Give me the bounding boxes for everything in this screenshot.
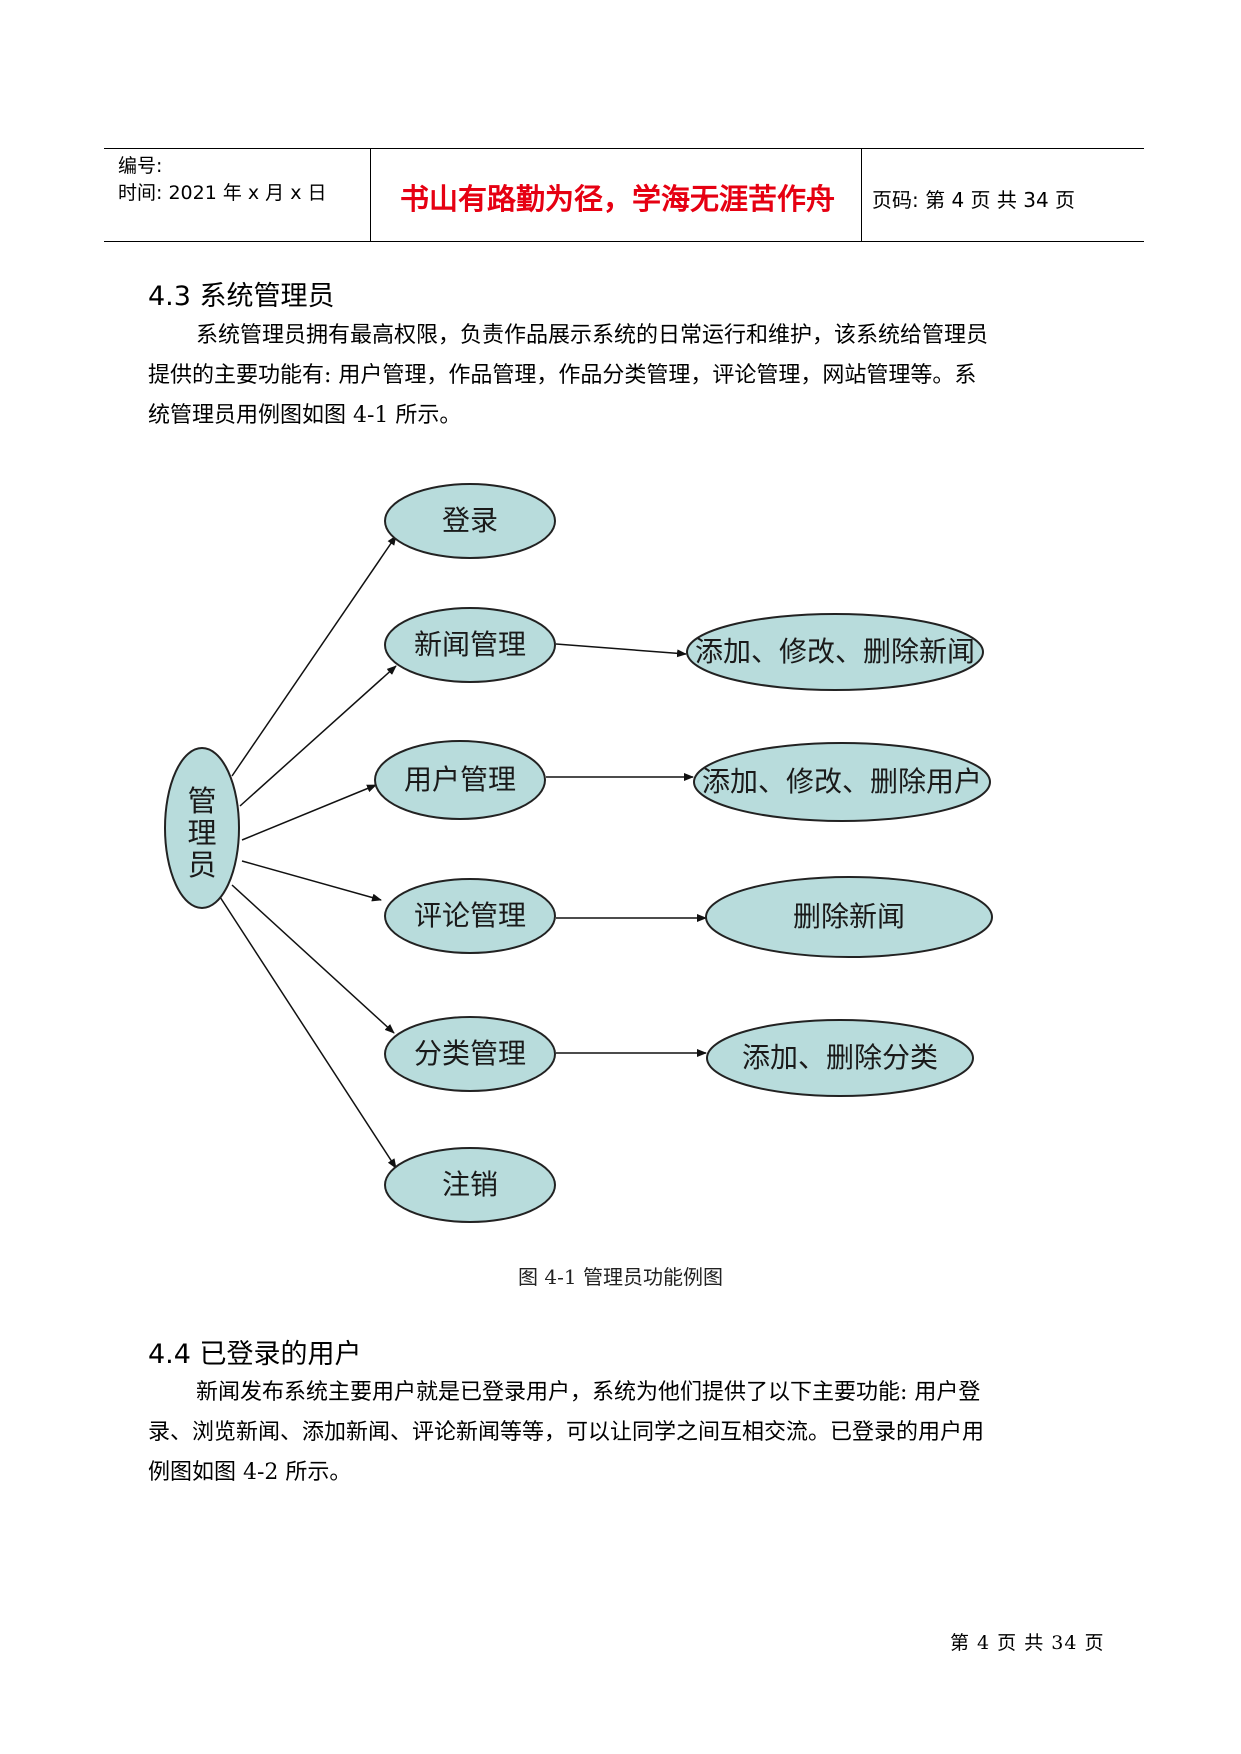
section-4-4-line-1: 新闻发布系统主要用户就是已登录用户，系统为他们提供了以下主要功能: 用户登 (196, 1380, 981, 1405)
edge-actor-category (231, 884, 395, 1034)
section-4-3-paragraph: 系统管理员拥有最高权限，负责作品展示系统的日常运行和维护，该系统给管理员 提供的… (148, 316, 1103, 436)
section-4-3-line-1: 系统管理员拥有最高权限，负责作品展示系统的日常运行和维护，该系统给管理员 (196, 323, 989, 348)
section-4-3-line-3: 统管理员用例图如图 4-1 所示。 (148, 403, 462, 428)
label-comment-sub: 删除新闻 (793, 900, 905, 933)
node-logout (384, 1147, 556, 1223)
node-news-sub (686, 613, 984, 691)
header-motto: 书山有路勤为径，学海无涯苦作舟 (399, 182, 835, 216)
edge-actor-user (241, 784, 377, 841)
label-login: 登录 (442, 504, 498, 537)
label-category-sub: 添加、删除分类 (742, 1041, 938, 1074)
label-user-sub: 添加、修改、删除用户 (702, 765, 982, 798)
node-comment-manage (384, 878, 556, 954)
label-logout: 注销 (442, 1168, 498, 1201)
header-divider-left (370, 148, 371, 242)
figure-caption: 图 4-1 管理员功能例图 (518, 1265, 723, 1289)
label-comment-manage: 评论管理 (414, 899, 526, 932)
node-category-manage (384, 1016, 556, 1092)
edge-actor-logout (219, 896, 397, 1169)
edge-actor-comment (241, 860, 382, 902)
node-category-sub (706, 1019, 974, 1097)
section-4-3-heading: 4.3 系统管理员 (148, 281, 335, 312)
header-time-label: 时间: 2021 年 x 月 x 日 (118, 182, 327, 204)
section-4-4-heading: 4.4 已登录的用户 (148, 1339, 362, 1370)
page-footer: 第 4 页 共 34 页 (950, 1632, 1105, 1654)
actor-admin-node (164, 747, 240, 909)
node-user-manage (374, 740, 546, 820)
node-login (384, 483, 556, 559)
label-user-manage: 用户管理 (404, 763, 516, 796)
section-4-3-line-2: 提供的主要功能有: 用户管理，作品管理，作品分类管理，评论管理，网站管理等。系 (148, 363, 977, 388)
node-user-sub (693, 742, 991, 822)
section-4-4-line-3: 例图如图 4-2 所示。 (148, 1460, 352, 1485)
label-category-manage: 分类管理 (414, 1037, 526, 1070)
header-top-rule (104, 148, 1144, 149)
actor-char-3: 员 (187, 848, 216, 882)
header-number-label: 编号: (118, 155, 163, 177)
edge-actor-news (239, 665, 397, 807)
section-4-4-line-2: 录、浏览新闻、添加新闻、评论新闻等等，可以让同学之间互相交流。已登录的用户用 (148, 1420, 985, 1445)
header-page-code: 页码: 第 4 页 共 34 页 (872, 188, 1076, 212)
actor-char-1: 管 (187, 784, 216, 818)
actor-char-2: 理 (187, 816, 216, 850)
label-news-sub: 添加、修改、删除新闻 (695, 635, 975, 668)
edge-actor-login (231, 535, 397, 777)
header-bottom-rule (104, 241, 1144, 242)
section-4-4-paragraph: 新闻发布系统主要用户就是已登录用户，系统为他们提供了以下主要功能: 用户登 录、… (148, 1373, 1103, 1493)
node-news-manage (384, 607, 556, 683)
edge-news-sub (555, 643, 687, 658)
header-divider-right (861, 148, 862, 242)
node-comment-sub (705, 876, 993, 958)
label-news-manage: 新闻管理 (414, 628, 526, 661)
